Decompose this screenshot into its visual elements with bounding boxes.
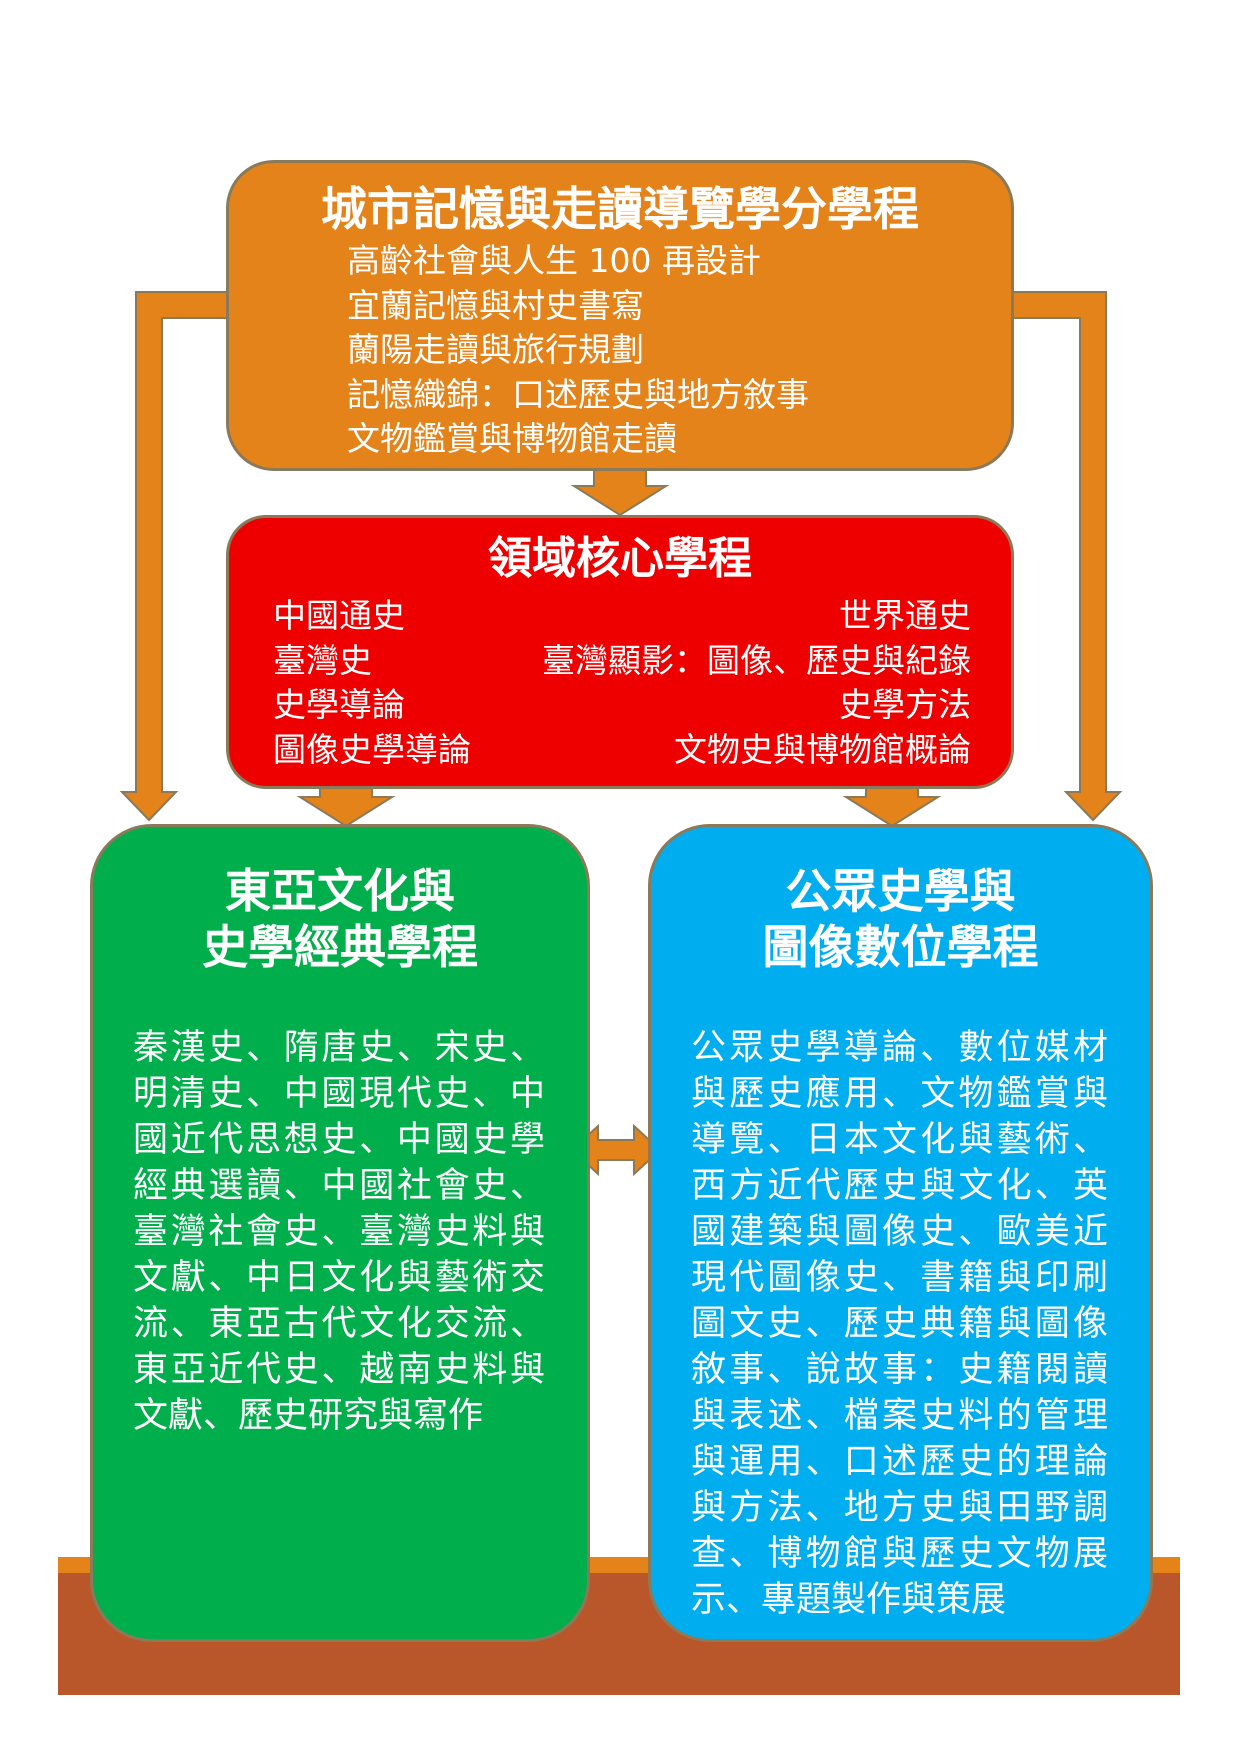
- public-history-course-text: 公眾史學導論、數位媒材與歷史應用、文物鑑賞與導覽、日本文化與藝術、西方近代歷史與…: [691, 1028, 1108, 1620]
- course-item: 蘭陽走讀與旅行規劃: [347, 330, 644, 369]
- course-item: 宜蘭記憶與村史書寫: [347, 285, 644, 325]
- core-course-row: 中國通史 世界通史: [273, 594, 971, 639]
- top-to-core-arrow: [570, 469, 670, 517]
- course-item: 高齡社會與人生 100 再設計: [347, 241, 761, 280]
- core-course-row: 圖像史學導論 文物史與博物館概論: [273, 728, 971, 773]
- core-course-right: 臺灣顯影：圖像、歷史與紀錄: [542, 640, 971, 680]
- core-program-title: 領域核心學程: [488, 533, 752, 584]
- east-asia-program-title: 東亞文化與 史學經典學程: [93, 863, 587, 975]
- core-course-right: 世界通史: [839, 596, 971, 635]
- core-course-left: 中國通史: [273, 596, 405, 635]
- title-line: 公眾史學與: [785, 864, 1016, 918]
- east-asia-course-text: 秦漢史、隋唐史、宋史、明清史、中國現代史、中國近代思想史、中國史學經典選讀、中國…: [133, 1028, 545, 1436]
- title-line: 圖像數位學程: [762, 920, 1039, 975]
- title-line: 東亞文化與: [225, 864, 455, 918]
- core-course-row: 臺灣史 臺灣顯影：圖像、歷史與紀錄: [273, 639, 971, 684]
- left-elbow-arrow: [119, 291, 229, 822]
- core-program-box: 領域核心學程 中國通史 世界通史 臺灣史 臺灣顯影：圖像、歷史與紀錄 史學導論 …: [226, 515, 1014, 789]
- core-course-right: 史學方法: [839, 685, 971, 724]
- core-course-grid: 中國通史 世界通史 臺灣史 臺灣顯影：圖像、歷史與紀錄 史學導論 史學方法 圖像…: [273, 594, 971, 772]
- core-course-row: 史學導論 史學方法: [273, 683, 971, 728]
- city-memory-course-list: 高齡社會與人生 100 再設計 宜蘭記憶與村史書寫 蘭陽走讀與旅行規劃 記憶織錦…: [347, 239, 809, 462]
- east-asia-program-box: 東亞文化與 史學經典學程 秦漢史、隋唐史、宋史、明清史、中國現代史、中國近代思想…: [90, 824, 590, 1642]
- right-elbow-arrow: [1011, 291, 1123, 822]
- core-course-right: 文物史與博物館概論: [674, 729, 971, 769]
- public-history-program-box: 公眾史學與 圖像數位學程 公眾史學導論、數位媒材與歷史應用、文物鑑賞與導覽、日本…: [648, 824, 1153, 1642]
- course-item: 記憶織錦：口述歷史與地方敘事: [347, 374, 809, 414]
- city-memory-program-box: 城市記憶與走讀導覽學分學程 高齡社會與人生 100 再設計 宜蘭記憶與村史書寫 …: [226, 160, 1014, 471]
- core-course-left: 臺灣史: [273, 640, 372, 680]
- city-memory-program-title: 城市記憶與走讀導覽學分學程: [321, 182, 919, 236]
- core-course-left: 圖像史學導論: [273, 729, 471, 769]
- course-item: 文物鑑賞與博物館走讀: [347, 419, 677, 458]
- title-line: 史學經典學程: [202, 920, 478, 975]
- core-course-left: 史學導論: [273, 685, 405, 724]
- public-history-program-title: 公眾史學與 圖像數位學程: [651, 863, 1150, 975]
